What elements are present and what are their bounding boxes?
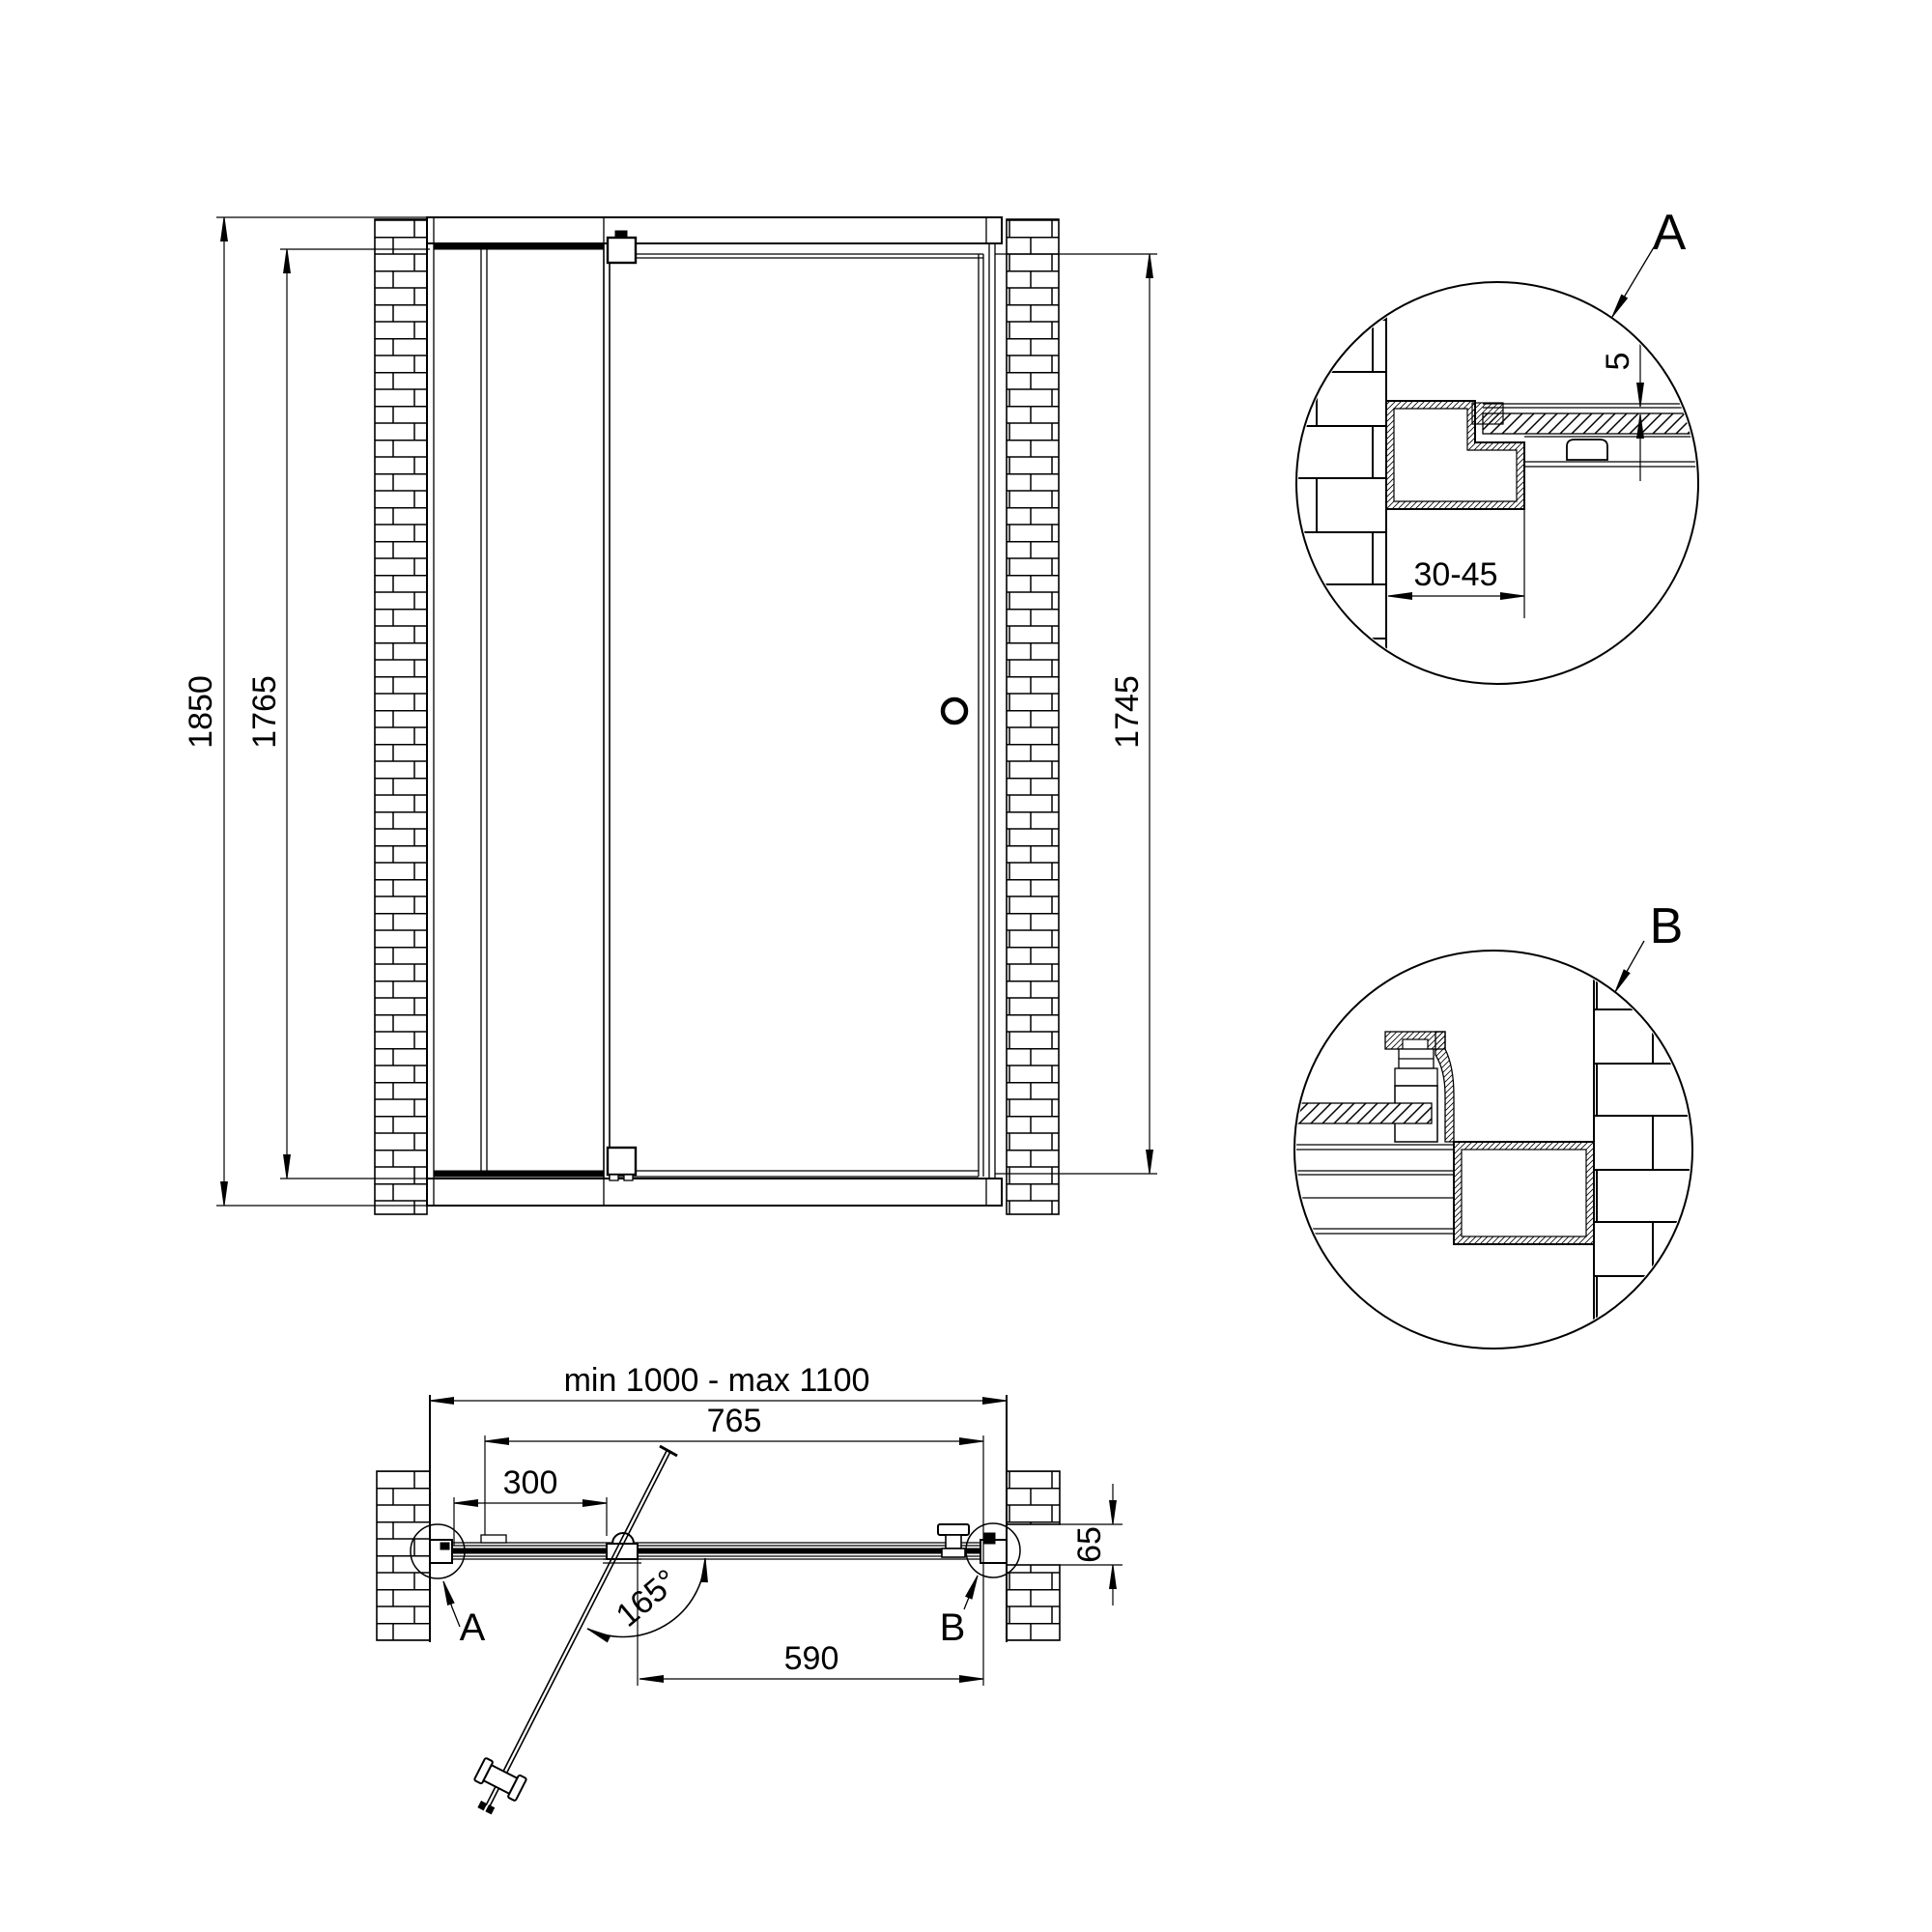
- plan-detail-a-leader: [442, 1580, 461, 1628]
- detail-b-leader: [1614, 940, 1645, 993]
- open-knob-cap-right: [507, 1774, 527, 1802]
- open-door-glass-lines: [485, 1448, 672, 1808]
- dim-text-total-height: 1850: [183, 675, 219, 749]
- detail-b-brick-wall: [1593, 953, 1690, 1346]
- dim-text-profile-depth: 65: [1071, 1526, 1108, 1563]
- plan-detail-markers: A B: [410, 1522, 1021, 1649]
- detail-b-content: [1296, 953, 1690, 1346]
- detail-b-profile-outline: [1453, 1141, 1595, 1245]
- plan-view: 165° min 1000 - max 1100 765 300 590 65 …: [376, 1362, 1122, 1815]
- detail-a-content: [1298, 284, 1696, 682]
- door-hinge-edge-lines: [603, 243, 611, 1179]
- dim-text-open-angle: 165°: [610, 1562, 685, 1634]
- detail-b-circle: [1293, 950, 1693, 1350]
- plan-detail-b-leader: [963, 1575, 979, 1610]
- plan-left-profile-clip: [440, 1542, 450, 1550]
- left-brick-wall: [374, 218, 428, 1215]
- plan-wall-face-lines: [429, 1395, 1008, 1642]
- detail-b-flange: [1435, 1031, 1455, 1143]
- detail-b-profile-hatch: [1453, 1141, 1595, 1245]
- plan-right-brick-lower: [1006, 1564, 1061, 1641]
- detail-b-seal-cap-slot: [1402, 1038, 1429, 1050]
- right-brick-wall: [1006, 218, 1060, 1215]
- plan-detail-a-circle: [410, 1523, 466, 1579]
- top-hinge: [606, 230, 638, 265]
- dim-text-glass-gap: 5: [1600, 353, 1636, 371]
- plan-marker-b-label: B: [940, 1606, 966, 1649]
- plan-right-brick-upper: [1006, 1470, 1061, 1525]
- front-frame-lines: [433, 217, 996, 1206]
- top-frame-profile: [426, 216, 1003, 244]
- dim-text-door-height: 1745: [1109, 675, 1146, 749]
- dim-text-fixed-panel: 300: [503, 1464, 558, 1501]
- fixed-panel-bottom-seal: [433, 1170, 605, 1178]
- detail-a-leader: [1611, 246, 1655, 318]
- pivot-base-lines: [603, 1558, 641, 1564]
- plan-left-brick-wall: [376, 1470, 431, 1641]
- open-door-end-cap: [659, 1444, 678, 1458]
- knob-cap: [937, 1523, 970, 1536]
- plan-marker-a-label: A: [460, 1606, 486, 1649]
- open-door-knob: [473, 1757, 527, 1802]
- detail-b-view: B: [1293, 898, 1693, 1350]
- detail-a-bottom-rail-lines: [1524, 436, 1696, 468]
- dim-text-width-range: min 1000 - max 1100: [564, 1362, 870, 1399]
- bottom-hinge: [606, 1146, 638, 1181]
- open-door-foot: [477, 1801, 496, 1815]
- door-handle-icon: [940, 696, 969, 725]
- knob-base: [941, 1548, 966, 1558]
- detail-b-glass-panel: [1296, 1102, 1433, 1124]
- foot-mark-right: [485, 1804, 496, 1815]
- plan-fixed-panel-bracket: [480, 1534, 507, 1544]
- plan-right-profile-clip: [982, 1532, 996, 1545]
- dim-text-door-width: 590: [784, 1640, 839, 1677]
- bottom-hinge-foot-right: [623, 1174, 634, 1181]
- dim-text-glass-width: 765: [707, 1403, 762, 1439]
- detail-b-seal-collar: [1394, 1067, 1438, 1087]
- detail-a-label: A: [1653, 205, 1687, 261]
- foot-mark-left: [477, 1801, 488, 1811]
- plan-open-door: 165°: [473, 1444, 708, 1815]
- detail-a-profile-inner: [1393, 408, 1518, 502]
- plan-detail-b-circle: [965, 1522, 1021, 1578]
- detail-a-panel-top-lines: [1483, 403, 1696, 409]
- detail-b-label: B: [1650, 898, 1684, 954]
- bottom-frame-profile: [426, 1178, 1003, 1207]
- detail-b-rail-lines: [1296, 1144, 1454, 1235]
- plan-glass-core: [448, 1548, 981, 1554]
- plan-view-dimensions: min 1000 - max 1100 765 300 590 65: [429, 1362, 1117, 1686]
- front-view: 1850 1765 1745: [183, 216, 1157, 1215]
- plan-glass-lines: [449, 1542, 980, 1560]
- plan-door-knob: [937, 1523, 970, 1558]
- detail-b-profile-inner: [1461, 1149, 1587, 1237]
- plan-dim-extensions: [453, 1435, 984, 1686]
- bottom-hinge-block: [606, 1146, 638, 1177]
- dim-text-opening-height: 1765: [246, 675, 283, 749]
- front-view-dimensions: 1850 1765 1745: [183, 216, 1157, 1207]
- detail-a-seal-clip: [1566, 439, 1608, 461]
- detail-a-circle: [1295, 281, 1699, 685]
- detail-a-profile-outline: [1385, 400, 1525, 510]
- detail-a-brick-wall: [1298, 284, 1387, 682]
- bottom-hinge-foot-left: [609, 1174, 619, 1181]
- fixed-panel-top-seal: [433, 242, 605, 250]
- detail-a-glass-panel: [1482, 412, 1696, 435]
- detail-a-view: 5 30-45 A: [1295, 205, 1699, 685]
- dim-extension-lines: [216, 216, 1157, 1207]
- dim-text-mount-depth: 30-45: [1414, 556, 1498, 593]
- top-hinge-block: [606, 236, 638, 265]
- swing-arc: [586, 1557, 708, 1643]
- knob-neck: [945, 1534, 962, 1549]
